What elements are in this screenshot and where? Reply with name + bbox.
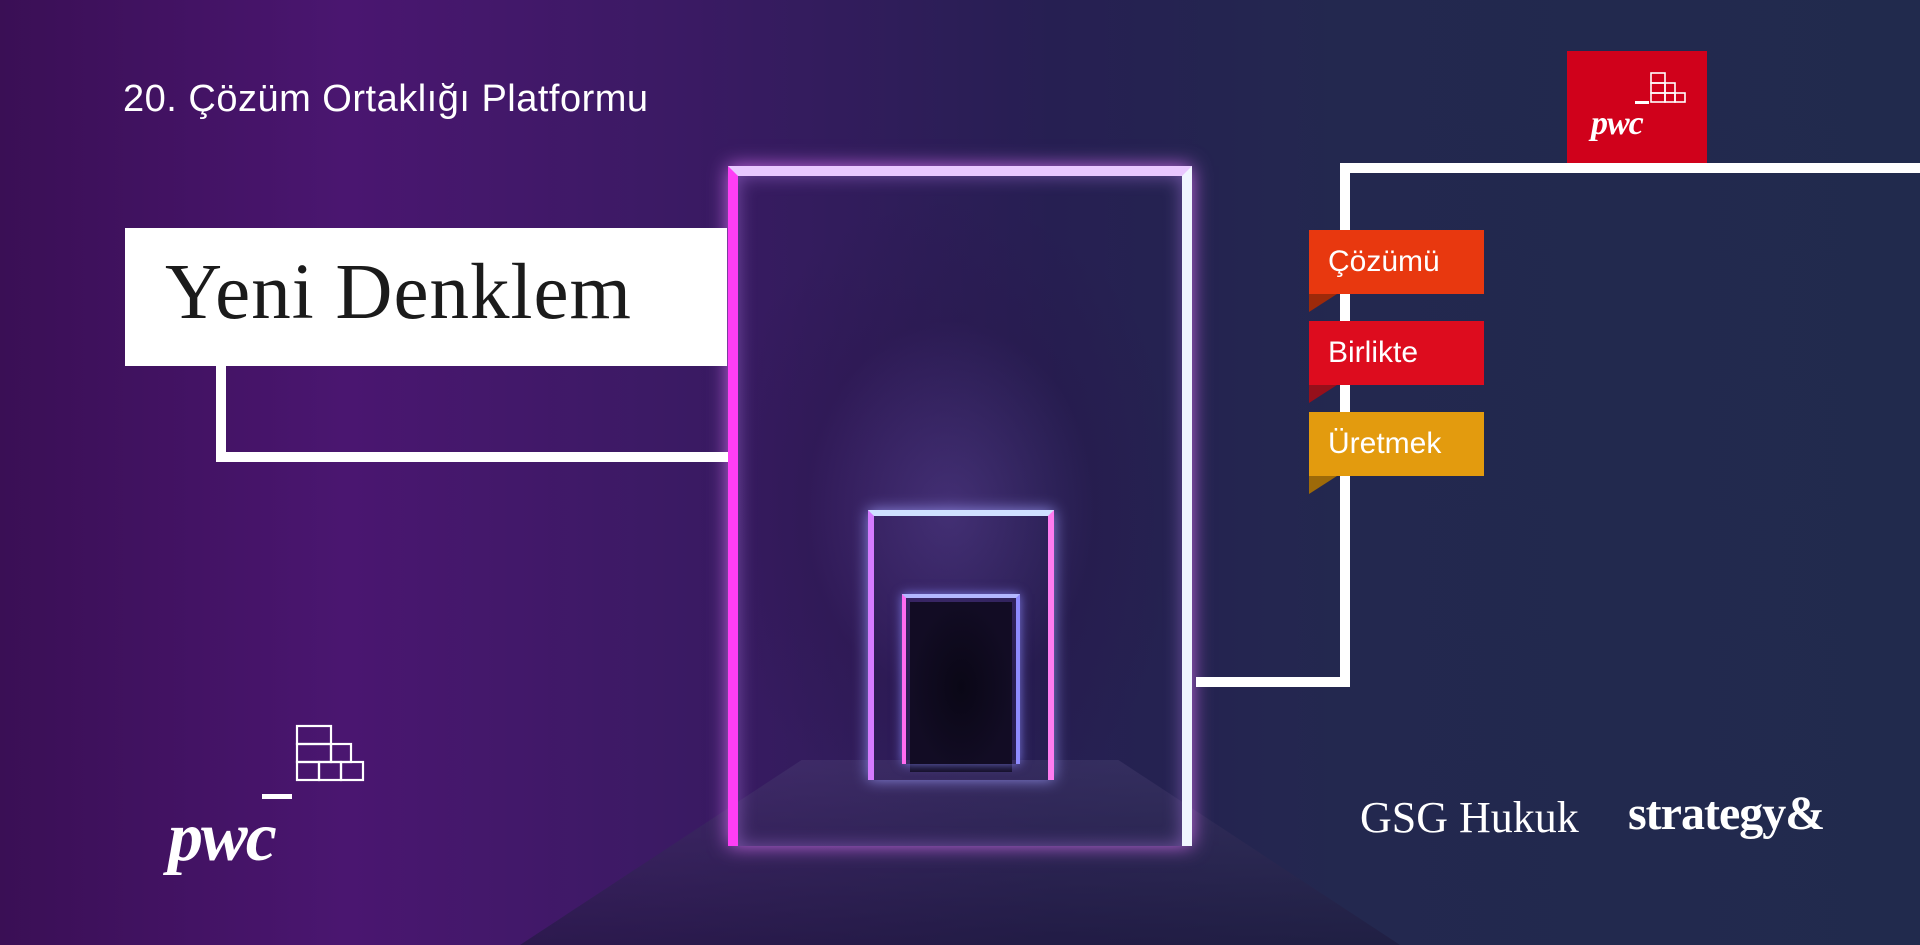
tag-notch: [1309, 476, 1337, 494]
pwc-badge-logo: pwc: [1567, 51, 1707, 163]
page-title: Yeni Denklem: [165, 249, 632, 336]
building-blocks-icon: [262, 724, 365, 799]
neon-frame-middle: [868, 510, 1054, 780]
tag-notch: [1309, 294, 1337, 312]
building-blocks-icon: [1635, 72, 1686, 104]
partner-strategy: strategy&: [1628, 787, 1825, 840]
tunnel-depth: [910, 602, 1012, 772]
title-frame-line: [216, 366, 728, 462]
pwc-logo: pwc: [166, 722, 386, 882]
tag-cozumu: Çözümü: [1309, 230, 1484, 294]
pwc-wordmark: pwc: [168, 799, 277, 876]
neon-frame-outer: [728, 166, 1192, 846]
tag-uretmek: Üretmek: [1309, 412, 1484, 476]
partner-gsg-hukuk: GSG Hukuk: [1360, 793, 1579, 842]
pwc-wordmark: pwc: [1591, 105, 1644, 142]
neon-frame-inner: [902, 594, 1020, 764]
tag-birlikte: Birlikte: [1309, 321, 1484, 385]
right-frame-connector: [1196, 677, 1350, 687]
tag-notch: [1309, 385, 1337, 403]
title-box: Yeni Denklem: [125, 228, 727, 366]
event-subtitle: 20. Çözüm Ortaklığı Platformu: [123, 78, 649, 120]
